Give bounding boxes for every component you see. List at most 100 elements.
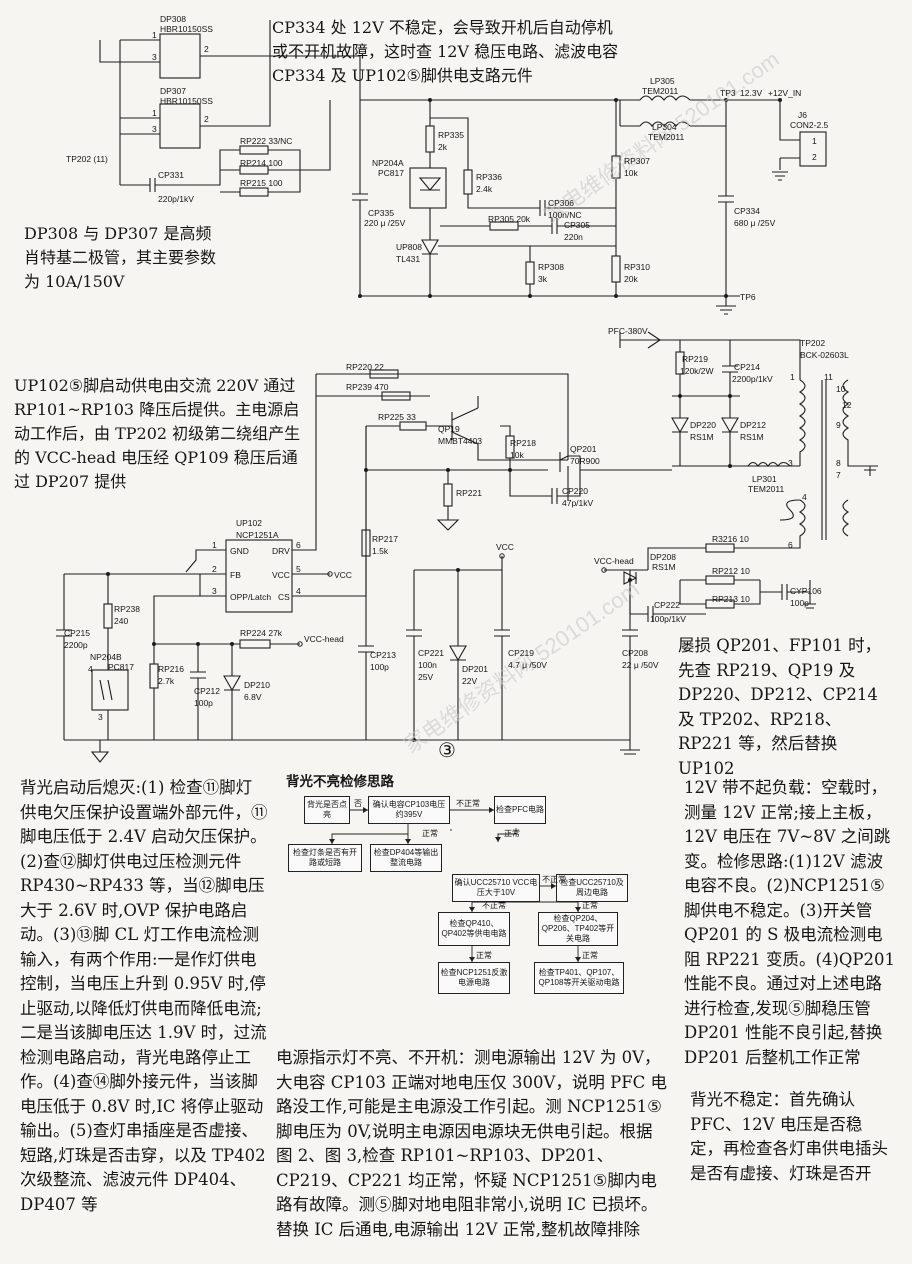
component-value: PC817 (378, 168, 404, 178)
flow-box-check-qp204: 检查QP204、QP206、TP402等开关电路 (538, 912, 618, 946)
component-label: CP214 (734, 362, 760, 372)
component-value: 2.4k (476, 184, 493, 194)
component-label: R3216 10 (712, 534, 749, 544)
component-value: TEM2011 (642, 86, 679, 96)
flow-label-normal: 正常 (582, 951, 598, 960)
flow-box-check-ucc-circuit: 检查UCC25710及周边电路 (556, 874, 628, 902)
pin-label: 1 (152, 108, 157, 118)
component-value: 22 μ /50V (622, 660, 659, 670)
net-label: VCC (334, 570, 352, 580)
component-value: 100p (790, 598, 809, 608)
component-value: TEM2011 (748, 484, 785, 494)
component-value: 4.7 μ /50V (508, 660, 547, 670)
component-value: 3k (538, 274, 547, 284)
note-qp201-text: 屡损 QP201、FP101 时，先查 RP219、QP19 及 DP220、D… (678, 636, 882, 778)
component-value: HBR10150SS (160, 96, 213, 106)
pin-label: 4 (296, 586, 301, 596)
component-label: CP219 (508, 648, 534, 658)
component-value: TL431 (396, 254, 421, 264)
component-label: DP308 (160, 14, 186, 24)
note-up102: UP102⑤脚启动供电由交流 220V 通过 RP101~RP103 降压后提供… (14, 374, 306, 494)
component-label: RP218 (510, 438, 536, 448)
component-value: 20k (624, 274, 638, 284)
component-label: RP214 100 (240, 158, 283, 168)
pin-name: GND (230, 546, 249, 556)
component-label: RP221 (456, 488, 482, 498)
component-value: RS1M (652, 562, 676, 572)
component-label: CP208 (622, 648, 648, 658)
flow-label-abnormal: 不正常 (456, 799, 480, 808)
flow-label-normal: 正常 (582, 901, 598, 910)
pin-label: 4 (802, 492, 807, 502)
component-label: UP808 (396, 242, 422, 252)
component-label: RP224 27k (240, 628, 283, 638)
pin-label: 3 (152, 124, 157, 134)
component-value: 22V (462, 676, 478, 686)
component-label: RP239 470 (346, 382, 389, 392)
pin-label: 3 (98, 712, 103, 722)
flow-box-check-light-bar: 检查灯条是否有开路或短路 (288, 844, 362, 872)
flow-box-check-pfc: 检查PFC电路 (494, 796, 546, 824)
component-label: QP201 (570, 444, 597, 454)
flowchart-title: 背光不亮检修思路 (286, 774, 394, 790)
power-led-text: 电源指示灯不亮、不开机：测电源输出 12V 为 0V，大电容 CP103 正端对… (276, 1048, 668, 1239)
flow-box-check-tp401: 检查TP401、QP107、QP108等开关驱动电路 (534, 962, 624, 994)
column-backlight-unstable: 背光不稳定：首先确认 PFC、12V 电压是否稳定，再检查各灯串供电插头是否有虚… (690, 1088, 894, 1186)
backlight-off-text: 背光启动后熄灭:(1) 检查⑪脚灯供电欠压保护设置端外部元件，⑪脚电压低于 2.… (20, 778, 268, 1214)
component-label: CP222 (654, 600, 680, 610)
column-power-led: 电源指示灯不亮、不开机：测电源输出 12V 为 0V，大电容 CP103 正端对… (276, 1046, 668, 1242)
component-label: DP208 (650, 552, 676, 562)
component-value: 25V (418, 672, 434, 682)
component-value: 220n (564, 232, 583, 242)
pin-label: 5 (296, 564, 301, 574)
pin-label: 11 (824, 372, 833, 382)
flow-box-check-qp410: 检查QP410、QP402等供电电路 (438, 912, 510, 946)
note-cp334: CP334 处 12V 不稳定，会导致开机后自动停机或不开机故障，这时查 12V… (272, 16, 622, 88)
component-value: 6.8V (244, 692, 262, 702)
component-label: DP201 (462, 664, 488, 674)
component-label: CP334 (734, 206, 760, 216)
component-value: RS1M (690, 432, 714, 442)
component-label: RP225 33 (378, 412, 416, 422)
component-label: DP220 (690, 420, 716, 430)
component-value: 100p (194, 698, 213, 708)
flow-box-check-ucc-vcc: 确认UCC25710 VCC电压大于10V (452, 874, 540, 902)
component-value: 100n/NC (548, 210, 582, 220)
component-label: CP331 (158, 170, 184, 180)
note-qp201: 屡损 QP201、FP101 时，先查 RP219、QP19 及 DP220、D… (678, 634, 894, 781)
note-dp308-text: DP308 与 DP307 是高频肖特基二极管，其主要参数为 10A/150V (24, 224, 217, 291)
pin-label: 2 (204, 44, 209, 54)
flow-box-backlight-on: 背光是否点亮 (304, 796, 350, 824)
component-value: BCK-02603L (800, 350, 849, 360)
component-label: TP3 (720, 88, 736, 98)
component-value: 70R900 (570, 456, 600, 466)
component-label: RP307 (624, 156, 650, 166)
component-label: RP335 (438, 130, 464, 140)
component-label: RP238 (114, 604, 140, 614)
flow-label-abnormal: 不正常 (482, 901, 506, 910)
figure-number: ③ (438, 738, 456, 762)
component-label: RP308 (538, 262, 564, 272)
component-label: J6 (798, 110, 807, 120)
component-label: TP6 (740, 292, 756, 302)
component-label: NP204A (372, 158, 404, 168)
component-label: LP301 (752, 474, 777, 484)
component-label: RP310 (624, 262, 650, 272)
pin-label: 1 (790, 372, 795, 382)
component-label: LP305 (650, 76, 675, 86)
component-label: TP202 (11) (66, 154, 108, 164)
pin-label: 10 (836, 384, 846, 394)
component-label: CP221 (418, 648, 444, 658)
pin-label: 2 (212, 564, 217, 574)
component-value: 2.7k (158, 676, 175, 686)
component-label: CP305 (564, 220, 590, 230)
component-value: 10k (510, 450, 524, 460)
component-value: 2200p (64, 640, 88, 650)
component-value: 220p/1kV (158, 194, 194, 204)
component-value: NCP1251A (236, 530, 279, 540)
component-label: UP102 (236, 518, 262, 528)
component-label: QP19 (438, 424, 460, 434)
component-label: DP307 (160, 86, 186, 96)
component-label: RP336 (476, 172, 502, 182)
